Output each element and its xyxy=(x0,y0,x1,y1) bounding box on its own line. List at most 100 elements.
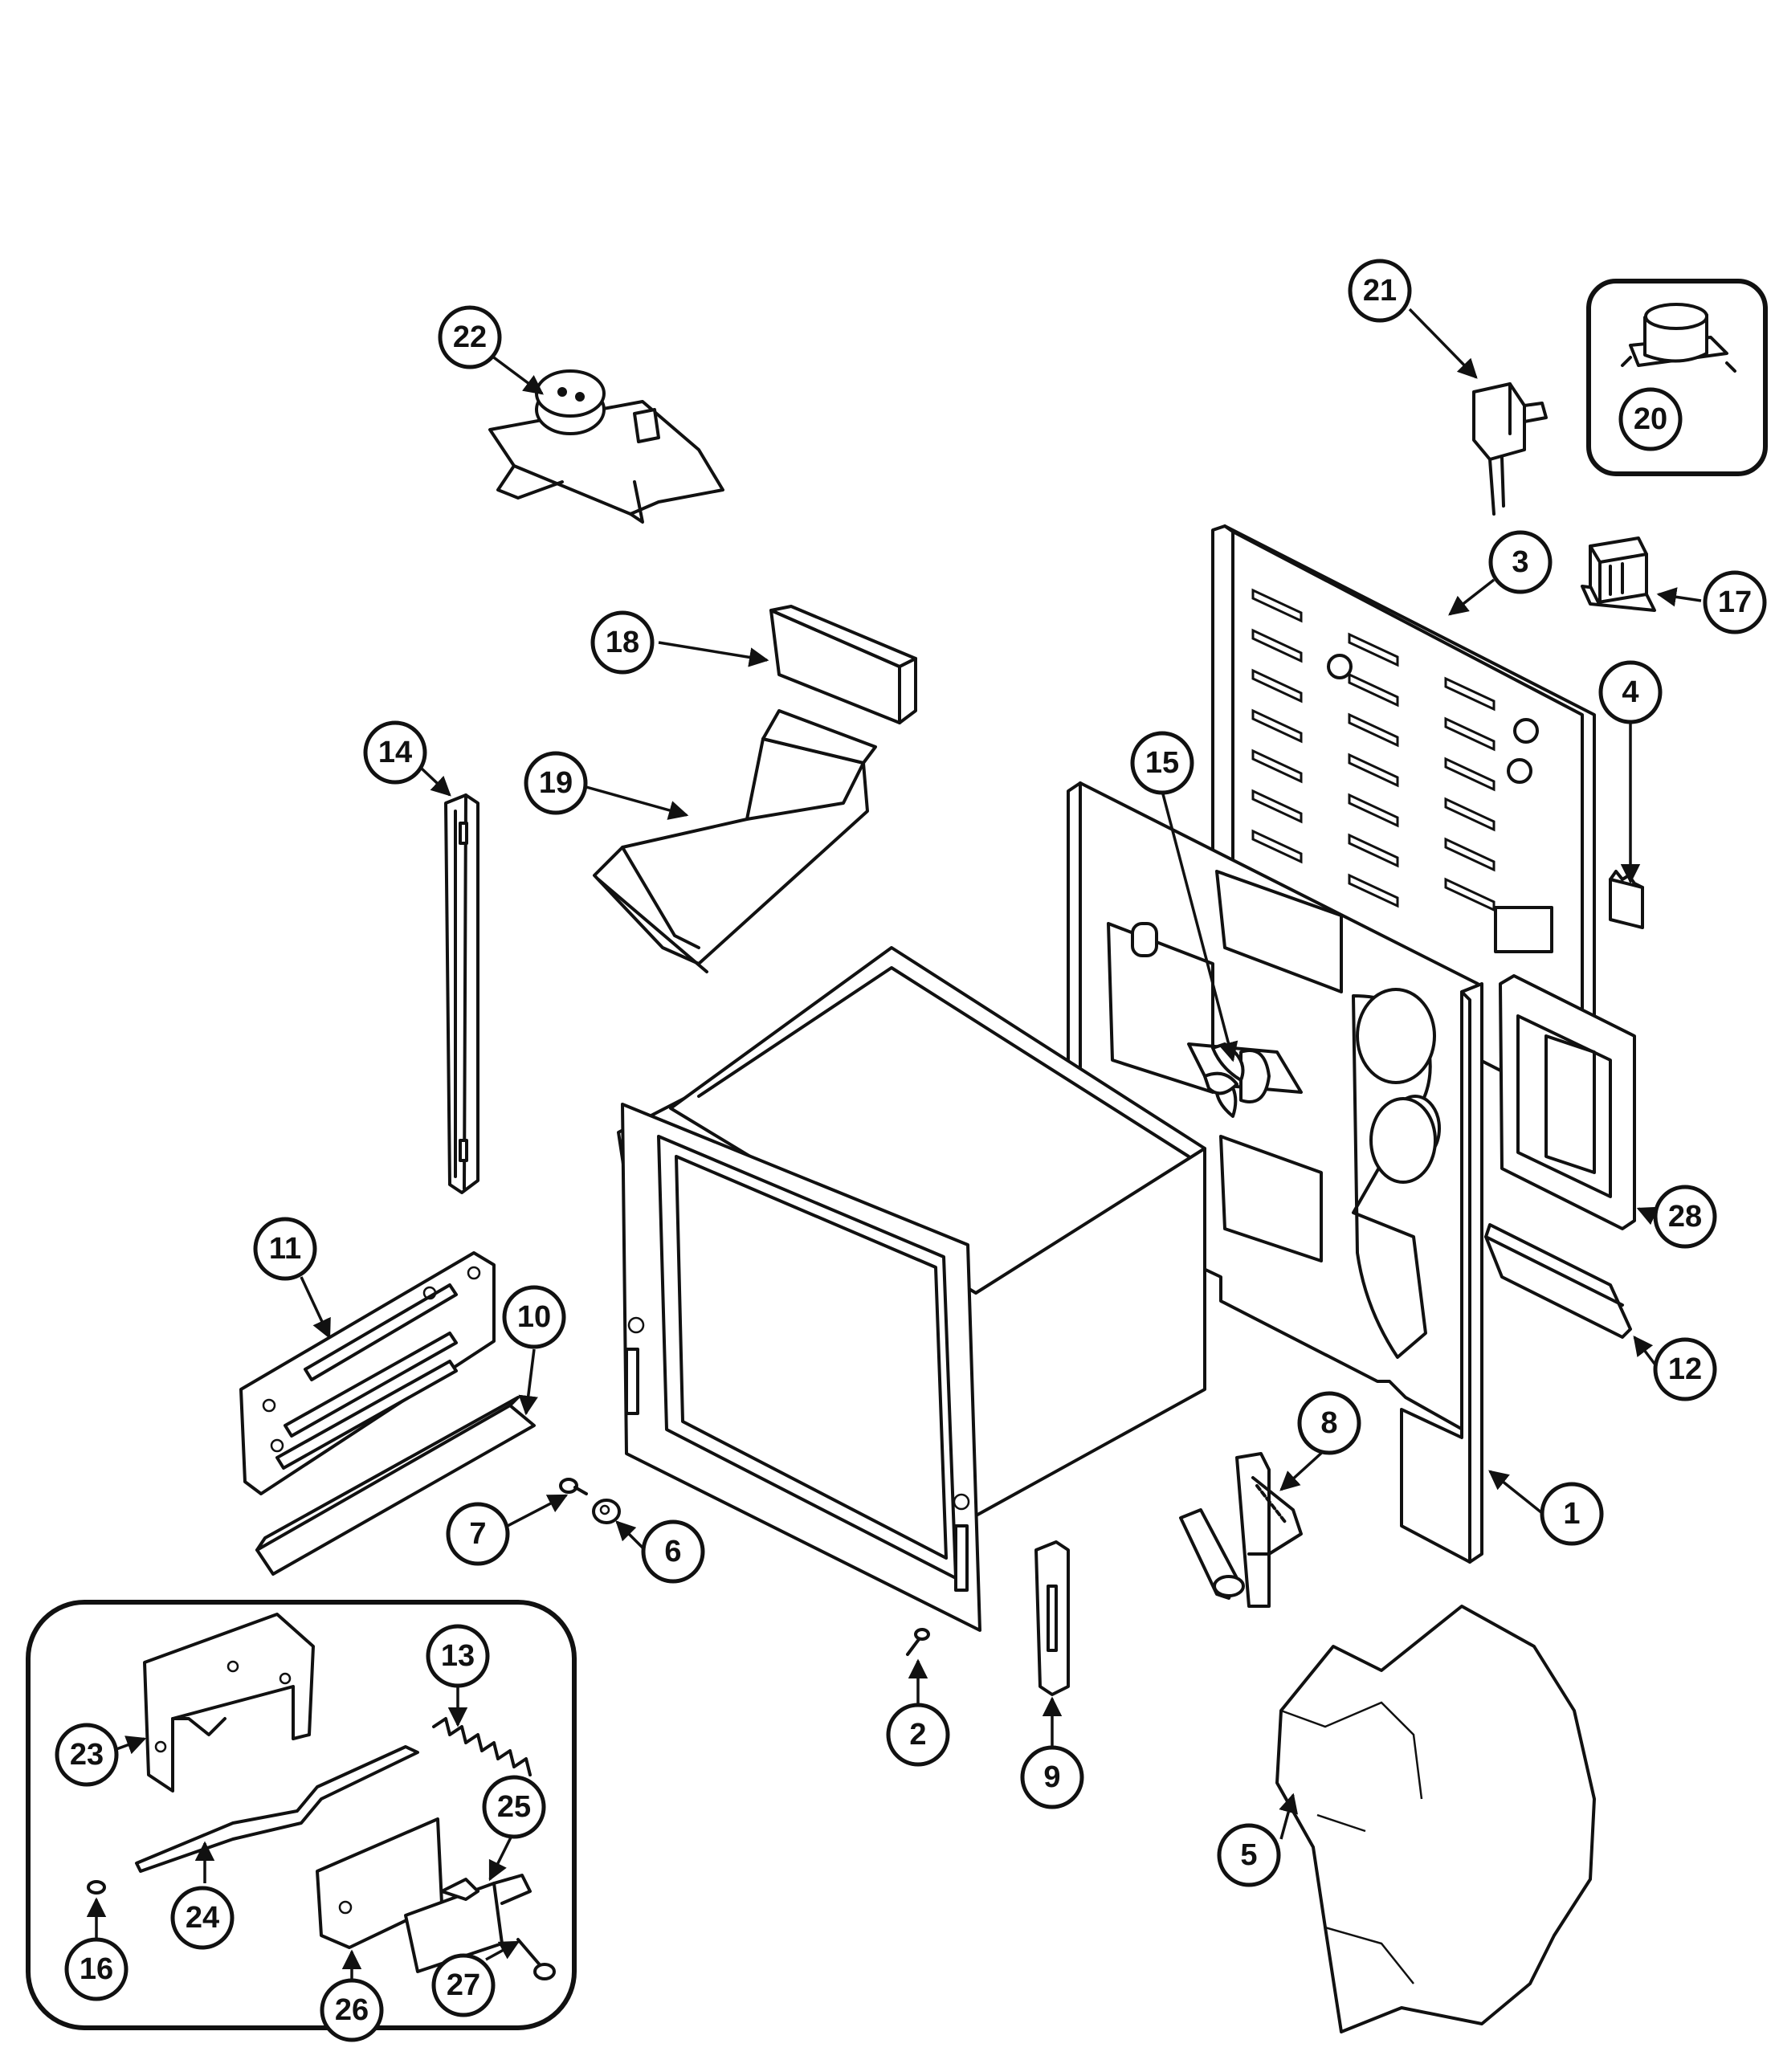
leader-17 xyxy=(1656,587,1702,607)
svg-text:27: 27 xyxy=(447,1968,480,2002)
callout-15: 15 xyxy=(1130,731,1194,795)
svg-text:7: 7 xyxy=(469,1517,486,1551)
svg-text:28: 28 xyxy=(1668,1200,1702,1234)
leader-7 xyxy=(504,1494,569,1529)
svg-text:6: 6 xyxy=(664,1535,681,1568)
leader-22 xyxy=(490,354,544,395)
callout-26: 26 xyxy=(320,1978,384,2042)
callout-16: 16 xyxy=(64,1937,129,2001)
svg-text:25: 25 xyxy=(497,1790,531,1824)
louver-slot xyxy=(1251,708,1303,744)
callout-25: 25 xyxy=(482,1775,546,1839)
louver-slot xyxy=(1348,833,1399,868)
svg-text:3: 3 xyxy=(1512,545,1528,579)
callout-14: 14 xyxy=(363,720,427,785)
svg-text:2: 2 xyxy=(909,1718,926,1752)
leader-14 xyxy=(420,767,451,797)
part-14-channel xyxy=(444,793,479,1194)
callout-3: 3 xyxy=(1488,530,1553,594)
callout-1: 1 xyxy=(1540,1482,1604,1546)
leader-8 xyxy=(1279,1448,1327,1491)
callout-9: 9 xyxy=(1020,1745,1084,1809)
svg-text:1: 1 xyxy=(1563,1497,1580,1531)
part-11-plate xyxy=(239,1251,496,1495)
callout-12: 12 xyxy=(1653,1337,1717,1401)
callout-6: 6 xyxy=(641,1519,705,1584)
part-15-inner-panel xyxy=(1067,781,1479,1435)
svg-text:12: 12 xyxy=(1668,1352,1702,1386)
louver-slot xyxy=(1444,676,1495,712)
part-20-thermostat xyxy=(1586,279,1768,476)
svg-text:22: 22 xyxy=(453,320,487,354)
callout-13: 13 xyxy=(426,1624,490,1688)
svg-text:19: 19 xyxy=(539,766,573,800)
svg-text:4: 4 xyxy=(1622,675,1638,709)
louver-slot xyxy=(1348,632,1399,667)
part-7-screw xyxy=(559,1478,588,1495)
louver-slot xyxy=(1251,668,1303,704)
louver-slot xyxy=(1251,588,1303,623)
callout-24: 24 xyxy=(170,1886,235,1950)
leader-5 xyxy=(1279,1793,1299,1840)
part-8-hinge xyxy=(1179,1452,1303,1608)
callout-4: 4 xyxy=(1598,660,1663,724)
callout-23: 23 xyxy=(55,1723,119,1787)
svg-text:8: 8 xyxy=(1320,1406,1337,1440)
part-18-vent xyxy=(769,605,917,724)
callout-2: 2 xyxy=(886,1703,950,1767)
leader-11 xyxy=(300,1276,331,1340)
callout-20: 20 xyxy=(1618,387,1683,451)
callout-27: 27 xyxy=(431,1953,496,2017)
part-1-side-strip xyxy=(1400,982,1483,1564)
callout-22: 22 xyxy=(438,305,502,369)
part-22-timer-bracket xyxy=(488,369,724,524)
svg-text:17: 17 xyxy=(1718,585,1752,619)
part-5-insulation xyxy=(1275,1605,1596,2033)
svg-text:24: 24 xyxy=(186,1901,219,1935)
callout-labels: 1 2 3 4 5 6 7 8 9 10 11 12 13 14 15 16 1… xyxy=(55,259,1767,2042)
leader-27 xyxy=(485,1940,520,1961)
part-9-strip xyxy=(1034,1540,1070,1696)
louver-slot xyxy=(1251,628,1303,663)
callout-5: 5 xyxy=(1217,1823,1281,1887)
part-10-rail xyxy=(255,1396,536,1576)
part-12-bracket xyxy=(1484,1223,1632,1339)
part-17-transformer xyxy=(1581,536,1656,612)
part-21-switch xyxy=(1472,382,1548,516)
callout-18: 18 xyxy=(590,610,655,675)
svg-text:9: 9 xyxy=(1043,1760,1060,1794)
oven-cavity xyxy=(617,946,1206,1632)
leader-28 xyxy=(1636,1206,1659,1226)
louver-slot xyxy=(1251,789,1303,824)
louver-slot xyxy=(1348,873,1399,908)
part-2-screw xyxy=(906,1628,930,1656)
louver-slot xyxy=(1251,829,1303,864)
louver-slot xyxy=(1348,672,1399,708)
svg-text:18: 18 xyxy=(606,626,639,659)
louver-slot xyxy=(1444,757,1495,792)
callout-7: 7 xyxy=(446,1502,510,1566)
leader-1 xyxy=(1488,1470,1548,1518)
leader-21 xyxy=(1408,308,1478,379)
svg-text:5: 5 xyxy=(1240,1838,1257,1872)
svg-text:20: 20 xyxy=(1634,402,1667,436)
svg-text:26: 26 xyxy=(335,1993,369,2027)
svg-text:14: 14 xyxy=(378,736,412,769)
louver-slot xyxy=(1348,793,1399,828)
callout-8: 8 xyxy=(1297,1391,1361,1455)
louver-slot xyxy=(1444,716,1495,752)
part-6-nut xyxy=(592,1499,621,1524)
svg-text:21: 21 xyxy=(1363,274,1397,308)
svg-text:13: 13 xyxy=(441,1639,475,1673)
leader-25 xyxy=(488,1830,516,1882)
leader-18 xyxy=(658,641,769,667)
leader-6 xyxy=(615,1520,648,1553)
svg-text:16: 16 xyxy=(80,1952,113,1986)
svg-text:15: 15 xyxy=(1145,746,1179,780)
callout-10: 10 xyxy=(502,1285,566,1349)
louver-slot xyxy=(1348,712,1399,748)
part-28-duct-frame xyxy=(1499,974,1636,1230)
part-4-shield xyxy=(1609,870,1644,929)
callout-11: 11 xyxy=(253,1217,317,1281)
leader-19 xyxy=(586,785,689,820)
